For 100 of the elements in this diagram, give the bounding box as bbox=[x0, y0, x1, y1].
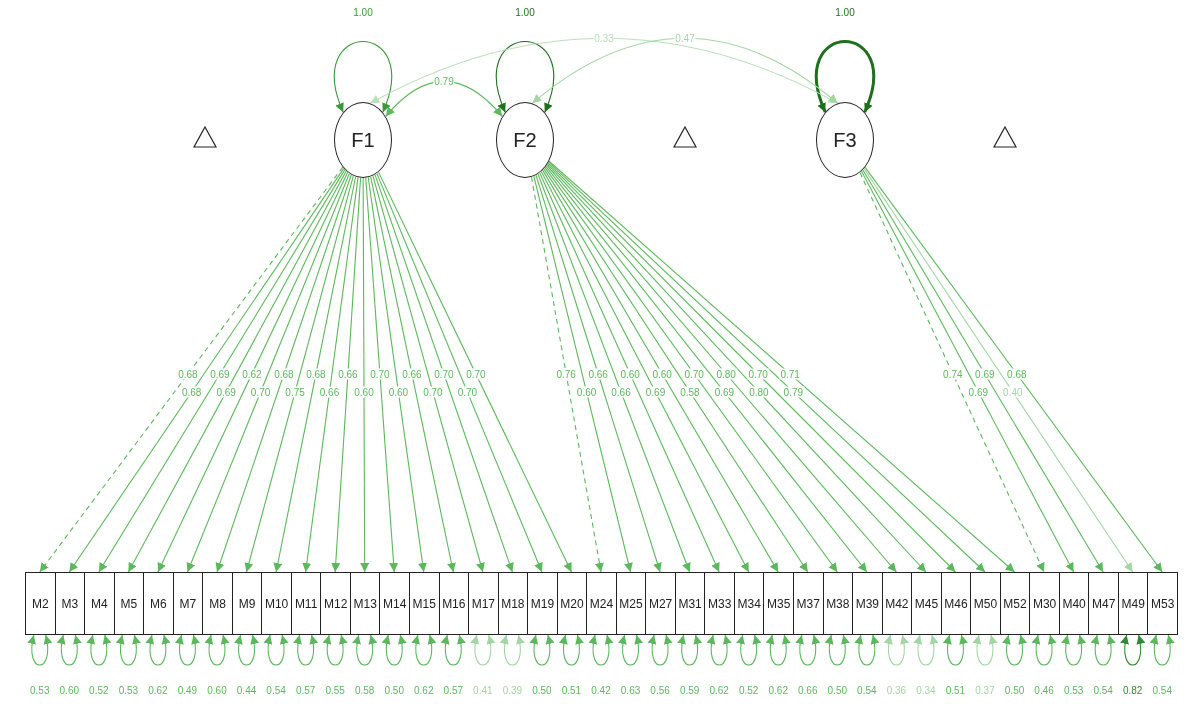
edge-label: 0.52 bbox=[737, 684, 760, 696]
residual-loop-arrow bbox=[500, 634, 525, 666]
observed-variable-box: M24 bbox=[586, 572, 617, 635]
variance-loop-arrow bbox=[495, 41, 555, 113]
loading-arrow bbox=[374, 174, 514, 573]
residual-loop-arrow bbox=[707, 634, 732, 666]
observed-variable-box: M13 bbox=[349, 572, 381, 635]
edge-label: 0.63 bbox=[619, 684, 642, 696]
observed-variable-box: M9 bbox=[231, 572, 263, 635]
edge-label: 0.37 bbox=[974, 684, 996, 696]
edge-label: 0.76 bbox=[555, 368, 577, 380]
observed-variable-box: M46 bbox=[940, 572, 972, 635]
observed-variable-box: M2 bbox=[25, 572, 56, 635]
edge-label: 0.53 bbox=[117, 684, 140, 696]
observed-variable-box: M27 bbox=[645, 572, 676, 635]
edge-label: 0.39 bbox=[501, 684, 524, 696]
residual-loop-arrow bbox=[1120, 634, 1145, 666]
edge-label: 0.66 bbox=[797, 684, 819, 696]
observed-variable-box: M34 bbox=[733, 572, 765, 635]
edge-label: 0.50 bbox=[531, 684, 553, 696]
loading-arrow bbox=[533, 175, 633, 573]
edge-label: 0.53 bbox=[29, 684, 51, 696]
edge-label: 0.53 bbox=[1062, 684, 1085, 696]
edge-label: 0.69 bbox=[209, 368, 231, 380]
edge-label: 0.49 bbox=[176, 684, 199, 696]
edge-label: 0.70 bbox=[433, 368, 455, 380]
edge-label: 0.50 bbox=[826, 684, 849, 696]
residual-loop-arrow bbox=[529, 634, 554, 666]
loading-arrow bbox=[302, 176, 359, 573]
edge-label: 0.68 bbox=[273, 368, 295, 380]
edge-label: 0.62 bbox=[413, 684, 435, 696]
edge-label: 0.68 bbox=[1006, 368, 1028, 380]
edge-label: 0.47 bbox=[674, 32, 696, 44]
loading-arrow bbox=[377, 171, 572, 573]
edge-label: 0.69 bbox=[713, 386, 736, 398]
edge-label: 0.46 bbox=[1033, 684, 1055, 696]
residual-loop-arrow bbox=[1150, 634, 1175, 666]
edge-label: 0.68 bbox=[305, 368, 327, 380]
edge-label: 0.40 bbox=[1002, 386, 1024, 398]
observed-variable-box: M3 bbox=[54, 572, 86, 635]
edge-label: 0.69 bbox=[967, 386, 990, 398]
residual-loop-arrow bbox=[86, 634, 111, 666]
edge-label: 0.68 bbox=[180, 386, 203, 398]
edge-label: 0.66 bbox=[318, 386, 341, 398]
edge-label: 0.55 bbox=[324, 684, 346, 696]
edge-label: 0.60 bbox=[353, 386, 375, 398]
loading-arrow bbox=[360, 177, 370, 573]
edge-label: 0.56 bbox=[649, 684, 671, 696]
edge-label: 0.41 bbox=[472, 684, 494, 696]
residual-loop-arrow bbox=[854, 634, 879, 666]
observed-variable-box: M15 bbox=[409, 572, 440, 635]
residual-loop-arrow bbox=[1032, 634, 1057, 666]
loading-arrow bbox=[539, 172, 720, 573]
observed-variable-box: M50 bbox=[970, 572, 1001, 635]
edge-label: 0.58 bbox=[679, 386, 701, 398]
edge-label: 0.70 bbox=[249, 386, 272, 398]
observed-variable-box: M30 bbox=[1029, 572, 1060, 635]
observed-variable-box: M17 bbox=[468, 572, 499, 635]
edge-label: 1.00 bbox=[514, 6, 536, 18]
observed-variable-box: M14 bbox=[379, 572, 410, 635]
edge-label: 0.34 bbox=[915, 684, 937, 696]
edge-label: 0.70 bbox=[747, 368, 769, 380]
observed-variable-box: M12 bbox=[320, 572, 351, 635]
observed-variable-box: M16 bbox=[438, 572, 470, 635]
edge-label: 0.69 bbox=[215, 386, 237, 398]
residual-loop-arrow bbox=[441, 634, 466, 666]
intercept-triangle bbox=[193, 126, 217, 148]
edge-label: 1.00 bbox=[352, 6, 374, 18]
residual-loop-arrow bbox=[204, 634, 230, 666]
residual-loop-arrow bbox=[1002, 634, 1027, 666]
residual-loop-arrow bbox=[57, 634, 82, 666]
observed-variable-box: M33 bbox=[704, 572, 735, 635]
edge-label: 0.70 bbox=[422, 386, 444, 398]
edge-label: 0.62 bbox=[708, 684, 730, 696]
edge-label: 0.79 bbox=[433, 75, 455, 87]
observed-variable-box: M20 bbox=[556, 572, 588, 635]
edge-label: 0.71 bbox=[779, 368, 801, 380]
loading-arrow bbox=[244, 175, 354, 573]
observed-variable-box: M7 bbox=[172, 572, 204, 635]
edge-label: 0.60 bbox=[575, 386, 598, 398]
residual-loop-arrow bbox=[116, 634, 141, 666]
residual-loop-arrow bbox=[293, 634, 318, 666]
residual-loop-arrow bbox=[234, 634, 259, 666]
residual-loop-arrow bbox=[411, 634, 436, 666]
edge-label: 0.69 bbox=[644, 386, 667, 398]
edge-label: 0.68 bbox=[177, 368, 199, 380]
edge-label: 0.60 bbox=[58, 684, 81, 696]
edge-label: 0.42 bbox=[590, 684, 612, 696]
edge-label: 0.75 bbox=[284, 386, 306, 398]
variance-loop-arrow bbox=[815, 40, 875, 113]
edge-label: 0.80 bbox=[748, 386, 770, 398]
loading-arrow bbox=[215, 174, 352, 573]
loading-arrow bbox=[331, 177, 362, 573]
residual-loop-arrow bbox=[264, 634, 289, 666]
residual-loop-arrow bbox=[382, 634, 407, 666]
residual-loop-arrow bbox=[175, 634, 200, 666]
variance-loop-arrow bbox=[333, 41, 393, 113]
intercept-triangle bbox=[673, 126, 697, 148]
edge-label: 0.70 bbox=[465, 368, 487, 380]
observed-variable-box: M25 bbox=[615, 572, 647, 635]
